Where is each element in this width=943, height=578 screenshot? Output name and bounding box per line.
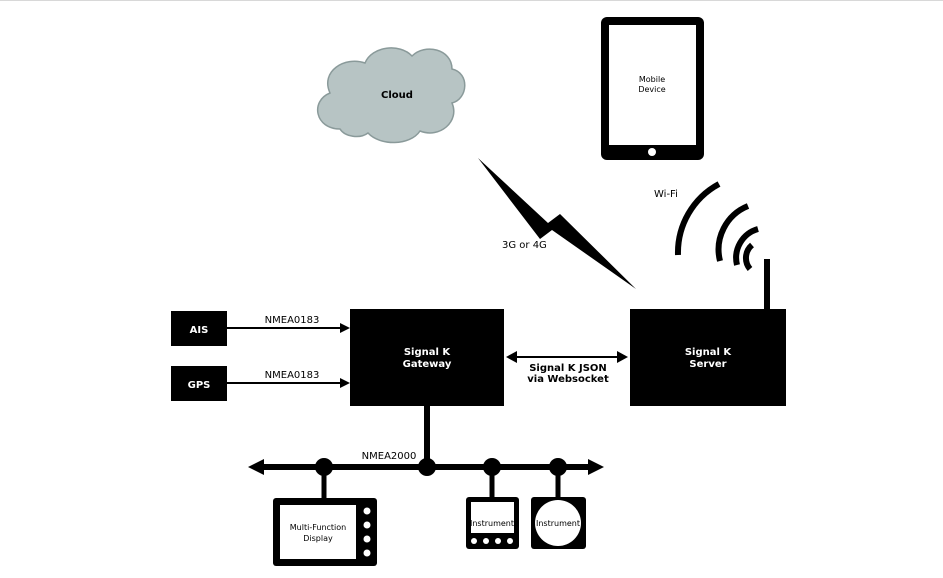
nmea2000-backbone xyxy=(248,406,604,499)
mfd-device xyxy=(273,498,377,566)
json-websocket-link xyxy=(506,351,628,363)
nmea0183-ais-label: NMEA0183 xyxy=(265,315,320,326)
nmea2000-label: NMEA2000 xyxy=(362,451,417,462)
mobile-device-icon xyxy=(601,17,704,160)
wifi-label: Wi-Fi xyxy=(654,189,678,200)
gps-box xyxy=(171,366,227,401)
mfd-label-line2: Display xyxy=(303,534,333,543)
cellular-link-label: 3G or 4G xyxy=(502,240,547,251)
instrument-round xyxy=(531,497,586,549)
cellular-link-bolt xyxy=(478,158,636,289)
mobile-device-label-line1: Mobile xyxy=(639,75,665,84)
mobile-device-label-line2: Device xyxy=(638,85,665,94)
cloud-label: Cloud xyxy=(381,90,413,101)
wifi-icon xyxy=(674,181,770,311)
instrument-a-label: Instrument xyxy=(470,519,514,528)
cloud-shape xyxy=(316,47,466,144)
signal-k-gateway-box xyxy=(350,309,504,406)
gateway-label-line1: Signal K xyxy=(404,347,452,358)
gateway-label-line2: Gateway xyxy=(403,359,452,370)
instrument-b-label: Instrument xyxy=(536,519,580,528)
json-link-label-line2: via Websocket xyxy=(527,374,609,385)
mfd-label-line1: Multi-Function xyxy=(290,523,346,532)
server-label-line1: Signal K xyxy=(685,347,733,358)
gps-label: GPS xyxy=(188,380,211,391)
server-label-line2: Server xyxy=(689,359,726,370)
signal-k-server-box xyxy=(630,309,786,406)
ais-label: AIS xyxy=(190,325,209,336)
instrument-square xyxy=(466,497,519,549)
nmea0183-gps-label: NMEA0183 xyxy=(265,370,320,381)
json-link-label-line1: Signal K JSON xyxy=(529,363,607,374)
ais-box xyxy=(171,311,227,346)
